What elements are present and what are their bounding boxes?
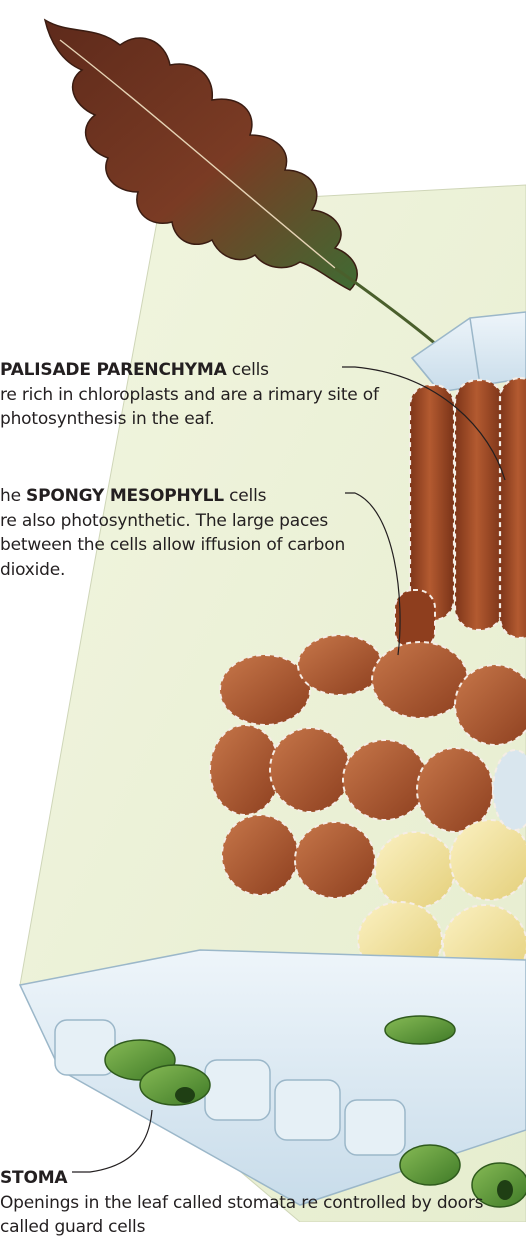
palisade-term-suffix: cells <box>227 360 269 380</box>
palisade-cells <box>395 378 526 650</box>
spongy-term-suffix: cells <box>224 486 266 506</box>
stoma-term: STOMA <box>0 1166 500 1191</box>
palisade-term: PALISADE PARENCHYMA <box>0 360 227 380</box>
spongy-callout: he SPONGY MESOPHYLL cells re also photos… <box>0 484 400 582</box>
stoma-description: Openings in the leaf called stomata re c… <box>0 1191 500 1240</box>
spongy-term-prefix: he <box>0 486 26 506</box>
spongy-description: re also photosynthetic. The large paces … <box>0 509 400 583</box>
palisade-callout: PALISADE PARENCHYMA cells re rich in chl… <box>0 358 400 432</box>
spongy-term: SPONGY MESOPHYLL <box>26 486 224 506</box>
stoma-leader-line <box>72 1110 152 1172</box>
palisade-description: re rich in chloroplasts and are a rimary… <box>0 383 400 432</box>
stoma-callout: STOMA Openings in the leaf called stomat… <box>0 1166 500 1240</box>
